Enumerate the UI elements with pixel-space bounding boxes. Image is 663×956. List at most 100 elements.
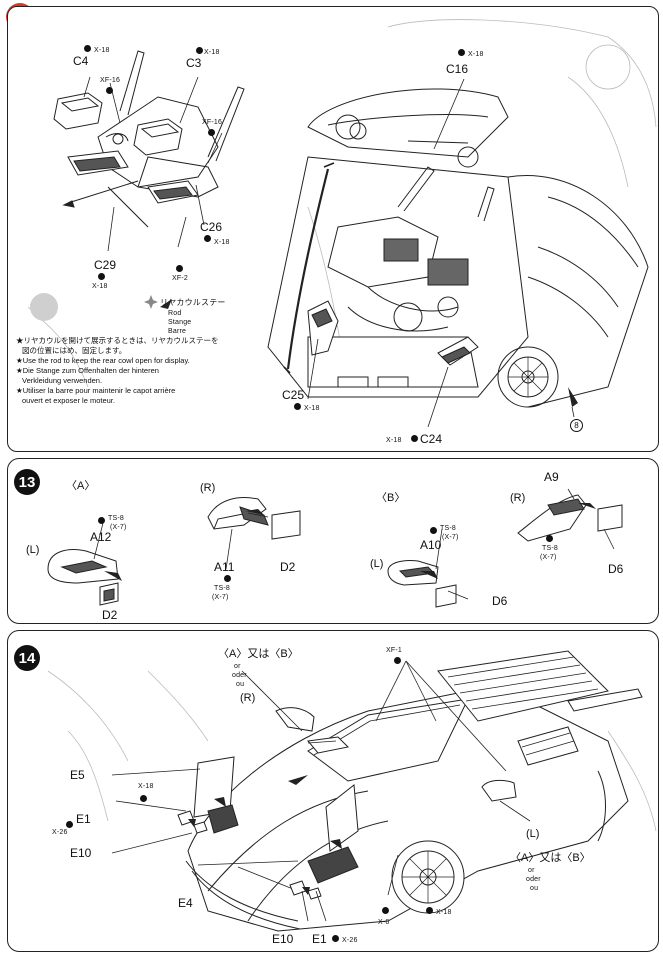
paint-label-xf16: XF-16 bbox=[202, 119, 223, 126]
paint-label-x18: X-18 bbox=[204, 49, 220, 56]
paint-marker-dot bbox=[546, 535, 553, 542]
part-label-e1: E1 bbox=[76, 812, 91, 826]
paint-label-ts8: TS-8 bbox=[108, 515, 124, 522]
side-label-left: (L) bbox=[26, 544, 40, 556]
paint-marker-dot bbox=[458, 49, 465, 56]
paint-label-x7: (X-7) bbox=[442, 534, 459, 541]
reference-step-number: 8 bbox=[570, 419, 583, 432]
part-label-d6: D6 bbox=[492, 594, 508, 608]
paint-label-x7: (X-7) bbox=[540, 554, 557, 561]
paint-label-x18: X-18 bbox=[468, 51, 484, 58]
paint-marker-dot bbox=[140, 795, 147, 802]
part-label-d6: D6 bbox=[608, 562, 624, 576]
part-label-d2: D2 bbox=[102, 608, 118, 622]
paint-label-x18: X-18 bbox=[214, 239, 230, 246]
part-label-c16: C16 bbox=[446, 62, 469, 76]
paint-label-x18: X-18 bbox=[304, 405, 320, 412]
side-label-left: (L) bbox=[526, 828, 540, 840]
step-13-illustration bbox=[47, 488, 623, 608]
rod-label-en: Rod bbox=[168, 310, 182, 317]
variant-a-label: 〈A〉 bbox=[66, 480, 96, 492]
part-label-e4: E4 bbox=[178, 896, 193, 910]
part-label-c29: C29 bbox=[94, 258, 117, 272]
paint-marker-dot bbox=[204, 235, 211, 242]
paint-label-x6: X-6 bbox=[378, 919, 390, 926]
paint-label-x7: (X-7) bbox=[212, 594, 229, 601]
part-label-c4: C4 bbox=[73, 54, 89, 68]
part-label-c26: C26 bbox=[200, 220, 223, 234]
part-label-e10: E10 bbox=[272, 932, 294, 946]
part-label-c3: C3 bbox=[186, 56, 202, 70]
rod-label-fr: Barre bbox=[168, 328, 187, 335]
paint-marker-dot bbox=[224, 575, 231, 582]
step-12-illustration bbox=[27, 19, 657, 428]
paint-marker-dot bbox=[411, 435, 418, 442]
paint-label-x18: X-18 bbox=[436, 909, 452, 916]
paint-marker-dot bbox=[332, 935, 339, 942]
display-note-line: ★Die Stange zum Offenhalten der hinteren bbox=[16, 366, 159, 375]
part-label-e1: E1 bbox=[312, 932, 327, 946]
paint-label-ts8: TS-8 bbox=[214, 585, 230, 592]
step-12-panel: C4 X-18 C3 X-18 XF-16 XF-16 C16 X-18 C26… bbox=[7, 6, 659, 452]
display-note-line: ★Use the rod to keep the rear cowl open … bbox=[16, 356, 190, 365]
display-note-line: ★リヤカウルを開けて展示するときは、リヤカウルステーを bbox=[16, 336, 219, 345]
step-14-badge: 14 bbox=[14, 645, 40, 671]
part-label-e10: E10 bbox=[70, 846, 92, 860]
variant-choice-label: 〈A〉又は〈B〉 bbox=[510, 852, 591, 864]
part-label-e5: E5 bbox=[70, 768, 85, 782]
side-label-left: (L) bbox=[370, 558, 384, 570]
or-label-de: oder bbox=[526, 876, 541, 883]
paint-label-x18: X-18 bbox=[386, 437, 402, 444]
or-label-fr: ou bbox=[530, 885, 539, 892]
variant-choice-label: 〈A〉又は〈B〉 bbox=[218, 648, 299, 660]
paint-marker-dot bbox=[66, 821, 73, 828]
rod-label-de: Stange bbox=[168, 319, 192, 326]
step-13-panel: 13 bbox=[7, 458, 659, 624]
part-label-a12: A12 bbox=[90, 530, 112, 544]
rod-part-icon bbox=[144, 295, 158, 309]
paint-label-x7: (X-7) bbox=[110, 524, 127, 531]
display-note-line: Verkleidung verwenden. bbox=[22, 376, 103, 385]
paint-label-x26: X-26 bbox=[52, 829, 68, 836]
paint-marker-dot bbox=[382, 907, 389, 914]
paint-marker-dot bbox=[98, 273, 105, 280]
paint-label-xf1: XF-1 bbox=[386, 647, 402, 654]
paint-marker-dot bbox=[426, 907, 433, 914]
paint-marker-dot bbox=[196, 47, 203, 54]
paint-marker-dot bbox=[106, 87, 113, 94]
part-label-a11: A11 bbox=[214, 560, 235, 574]
paint-marker-dot bbox=[208, 129, 215, 136]
side-label-right: (R) bbox=[240, 692, 256, 704]
or-label-en: or bbox=[234, 663, 241, 670]
side-label-right: (R) bbox=[510, 492, 526, 504]
paint-label-xf16: XF-16 bbox=[100, 77, 121, 84]
or-label-de: oder bbox=[232, 672, 247, 679]
paint-label-xf2: XF-2 bbox=[172, 275, 188, 282]
step-13-badge: 13 bbox=[14, 469, 40, 495]
rod-label-jp: リヤカウルステー bbox=[160, 298, 226, 307]
paint-marker-dot bbox=[176, 265, 183, 272]
step-14-panel: 14 bbox=[7, 630, 659, 952]
paint-marker-dot bbox=[394, 657, 401, 664]
part-label-a10: A10 bbox=[420, 538, 442, 552]
or-label-en: or bbox=[528, 867, 535, 874]
variant-b-label: 〈B〉 bbox=[376, 492, 406, 504]
or-label-fr: ou bbox=[236, 681, 245, 688]
part-label-d2: D2 bbox=[280, 560, 296, 574]
paint-label-x18: X-18 bbox=[92, 283, 108, 290]
step-14-illustration bbox=[47, 650, 657, 932]
paint-label-x26: X-26 bbox=[342, 937, 358, 944]
paint-label-ts8: TS-8 bbox=[542, 545, 558, 552]
display-note-line: ouvert et exposer le moteur. bbox=[22, 396, 115, 405]
paint-marker-dot bbox=[98, 517, 105, 524]
part-label-c24: C24 bbox=[420, 432, 443, 446]
paint-marker-dot bbox=[430, 527, 437, 534]
paint-label-ts8: TS-8 bbox=[440, 525, 456, 532]
part-label-c25: C25 bbox=[282, 388, 305, 402]
display-note-line: ★Utiliser la barre pour maintenir le cap… bbox=[16, 386, 176, 395]
paint-label-x18: X-18 bbox=[138, 783, 154, 790]
paint-marker-dot bbox=[294, 403, 301, 410]
paint-label-x18: X-18 bbox=[94, 47, 110, 54]
display-note-line: 図の位置にはめ、固定します。 bbox=[22, 346, 127, 355]
side-label-right: (R) bbox=[200, 482, 216, 494]
